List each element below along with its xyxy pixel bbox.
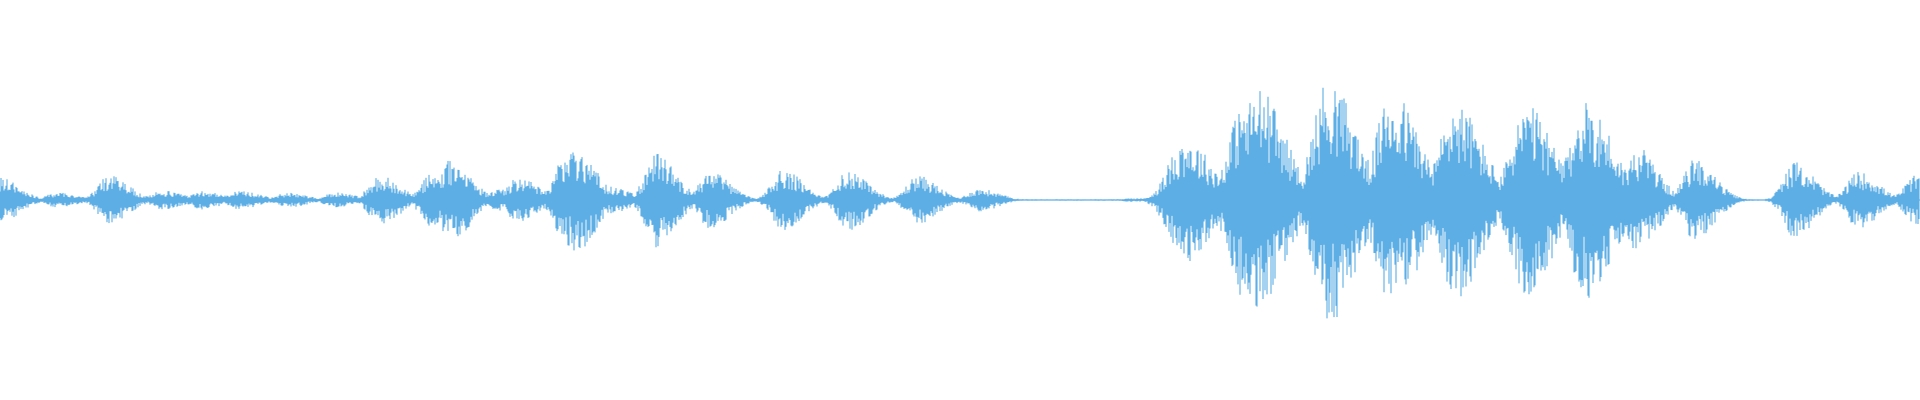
waveform-bars [0, 87, 1920, 319]
